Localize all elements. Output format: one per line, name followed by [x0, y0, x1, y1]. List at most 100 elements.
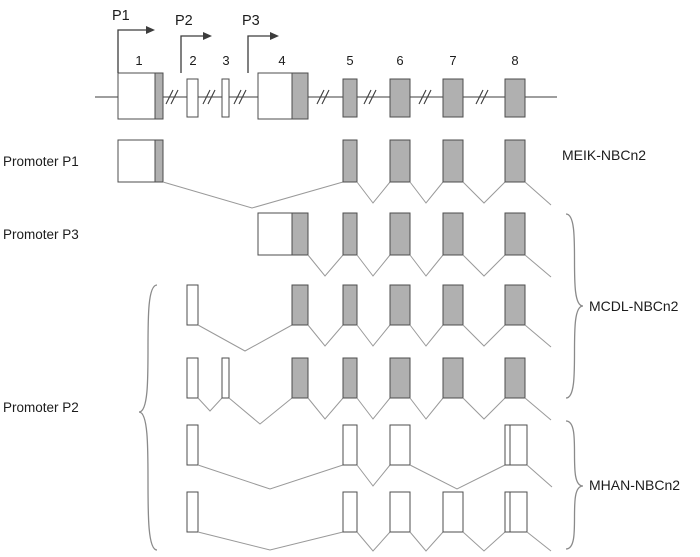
splice-line: [409, 181, 444, 204]
intron-break-icon: [202, 89, 216, 105]
splice-tail-line: [526, 531, 552, 552]
mhan-brace: [565, 420, 584, 550]
promoter-p2-arrowhead-icon: [203, 32, 212, 40]
exon-box: [186, 284, 199, 326]
splice-line: [162, 181, 344, 209]
exon-box: [257, 212, 293, 256]
splice-line: [197, 531, 344, 551]
intron-break-icon: [165, 89, 179, 105]
exon-box: [504, 284, 526, 326]
splice-line: [356, 464, 391, 487]
splice-line: [409, 464, 506, 490]
product-label-meik: MEIK-NBCn2: [562, 147, 646, 163]
transcript-row-mcdl-b: [186, 357, 552, 425]
intron-break-icon: [316, 89, 330, 105]
exon-box: [342, 284, 358, 326]
splice-line: [409, 397, 444, 420]
exon-box: [342, 212, 358, 256]
exon-box: [291, 212, 309, 256]
exon-box: [291, 357, 309, 399]
intron-break-icon: [233, 89, 247, 105]
splice-tail-line: [524, 397, 552, 421]
gene-exon1-utr-box: [117, 72, 156, 120]
exon-number-4: 4: [278, 53, 285, 68]
promoter-p1-label: P1: [112, 8, 130, 24]
exon-box: [291, 284, 309, 326]
exon-box: [504, 357, 526, 399]
splice-line: [462, 397, 506, 420]
splice-line: [356, 531, 391, 552]
gene-exon1-coding-box: [154, 72, 164, 120]
exon-number-7: 7: [449, 53, 456, 68]
splice-line: [462, 254, 506, 277]
splice-line: [462, 181, 506, 204]
promoter-p1-arrow: [117, 29, 147, 73]
gene-exon4-utr-box: [257, 72, 293, 120]
intron-break-icon: [418, 89, 432, 105]
exon-box: [389, 139, 411, 183]
exon-box: [221, 357, 230, 399]
exon-box: [186, 424, 199, 466]
splice-line: [356, 397, 391, 420]
splice-line: [462, 324, 506, 347]
gene-exon8-box: [504, 78, 526, 118]
promoter-p1-arrowhead-icon: [146, 26, 155, 34]
transcript-row-meik: Promoter P1 MEIK-NBCn2: [3, 139, 646, 209]
exon-box: [389, 491, 411, 533]
splice-line: [197, 324, 293, 352]
splice-line: [307, 324, 344, 347]
intron-break-icon: [475, 89, 489, 105]
exon-box: [389, 357, 411, 399]
product-label-mcdl: MCDL-NBCn2: [589, 298, 679, 314]
promoter-p3-arrow: [247, 35, 271, 73]
exon-box: [342, 491, 358, 533]
splice-line: [409, 324, 444, 347]
splice-line: [462, 531, 506, 552]
exon-box: [504, 491, 528, 533]
splice-line: [197, 464, 344, 490]
promoter-p3-arrowhead-icon: [270, 32, 279, 40]
splice-line: [307, 254, 344, 277]
exon-box: [389, 212, 411, 256]
gene-exon7-box: [442, 78, 464, 118]
exon-box: [186, 491, 199, 533]
gene-exon5-box: [342, 78, 358, 118]
exon-box: [117, 139, 156, 183]
exon-box: [342, 357, 358, 399]
splice-line: [356, 324, 391, 347]
exon-box: [342, 424, 358, 466]
splice-tail-line: [526, 464, 553, 488]
splice-line: [409, 531, 444, 552]
exon-box: [442, 212, 464, 256]
gene-exon4-coding-box: [291, 72, 309, 120]
exon-box: [154, 139, 164, 183]
intron-break-icon: [363, 89, 377, 105]
splice-line: [356, 181, 391, 204]
group-annotations: Promoter P2 MCDL-NBCn2 MHAN-NBCn2: [3, 213, 680, 551]
exon-number-3: 3: [222, 53, 229, 68]
splice-tail-line: [524, 181, 552, 206]
promoter-p2-brace: [138, 284, 158, 551]
exon-box: [442, 284, 464, 326]
exon-box: [442, 491, 464, 533]
exon-number-6: 6: [396, 53, 403, 68]
exon-box: [186, 357, 199, 399]
row-label-promoter-p2: Promoter P2: [3, 400, 79, 415]
promoter-p2-arrow: [180, 35, 204, 73]
row-label-promoter-p1: Promoter P1: [3, 154, 79, 169]
transcript-row-p3: Promoter P3: [3, 212, 552, 278]
exon-number-2: 2: [189, 53, 196, 68]
transcript-row-mcdl-a: [186, 284, 552, 352]
transcript-row-mhan-b: [186, 491, 552, 552]
gene-map: 1 2 3 4 5 6 7 8 P1 P2 P3: [95, 8, 557, 120]
mcdl-brace: [565, 213, 584, 399]
splice-tail-line: [524, 254, 552, 278]
exon-box: [504, 139, 526, 183]
promoter-p3-label: P3: [242, 13, 260, 29]
exon-box: [442, 139, 464, 183]
transcript-row-mhan-a: [186, 424, 553, 490]
exon-box: [504, 424, 528, 466]
splice-line: [197, 397, 223, 412]
